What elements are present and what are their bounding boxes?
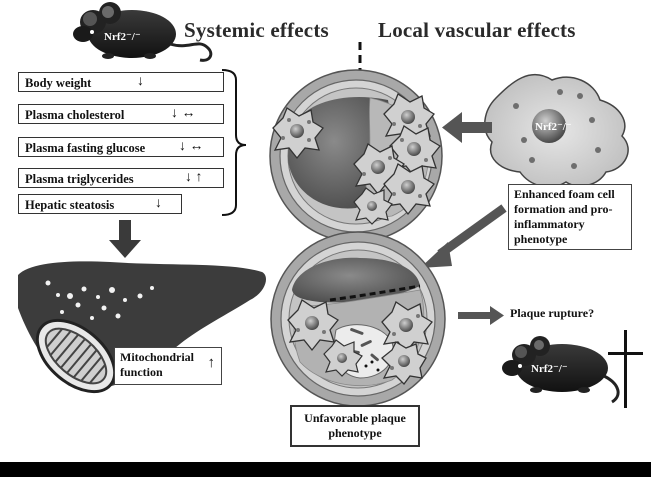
mitochondrion-graphic — [35, 318, 117, 394]
systemic-bracket — [221, 69, 247, 216]
plaque-rupture-label: Plaque rupture? — [510, 306, 595, 320]
item-label: Plasma cholesterol — [25, 108, 125, 122]
systemic-item-cholesterol: Plasma cholesterol ↓ ↔ — [18, 104, 224, 124]
mouse-icon-bottom — [502, 336, 620, 404]
arrow-to-plaque — [420, 204, 507, 268]
mouse-label-top: Nrf2⁻/⁻ — [104, 31, 141, 43]
systemic-item-body-weight: Body weight ↓ — [18, 72, 224, 92]
item-arrows: ↓ — [137, 74, 144, 89]
systemic-item-triglycerides: Plasma triglycerides ↓ ↑ — [18, 168, 224, 188]
foam-cells-bottom — [287, 299, 433, 385]
mito-arrow: ↑ — [207, 355, 216, 371]
item-arrows: ↓ — [155, 196, 162, 211]
arrow-to-vessel — [442, 112, 492, 143]
down-arrow-large — [109, 220, 141, 258]
cross-icon — [608, 330, 643, 408]
systemic-effects-header: Systemic effects — [184, 18, 329, 42]
item-arrows: ↓ ↑ — [185, 170, 203, 185]
item-arrows: ↓ ↔ — [179, 139, 204, 154]
mouse-label-bottom: Nrf2⁻/⁻ — [531, 363, 568, 375]
item-label: Hepatic steatosis — [25, 198, 115, 212]
unfavorable-plaque-box: Unfavorable plaque phenotype — [290, 405, 420, 447]
item-arrows: ↓ ↔ — [171, 106, 196, 121]
macrophage-cell — [484, 74, 629, 188]
bottom-bar — [0, 462, 651, 477]
mouse-icon-top — [73, 2, 213, 62]
local-effects-header: Local vascular effects — [378, 18, 576, 42]
item-label: Plasma triglycerides — [25, 172, 134, 186]
mitochondrial-function-box: Mitochondrial function ↑ — [114, 347, 222, 385]
foam-cells-top — [272, 93, 441, 225]
arrow-to-rupture — [458, 306, 504, 325]
macrophage-label: Nrf2⁻/⁻ — [535, 121, 572, 133]
mito-label: Mitochondrial function — [120, 350, 194, 379]
systemic-item-steatosis: Hepatic steatosis ↓ — [18, 194, 182, 214]
item-label: Body weight — [25, 76, 92, 90]
systemic-item-glucose: Plasma fasting glucose ↓ ↔ — [18, 137, 224, 157]
foam-cell-box: Enhanced foam cell formation and pro-inf… — [508, 184, 632, 250]
item-label: Plasma fasting glucose — [25, 141, 146, 155]
